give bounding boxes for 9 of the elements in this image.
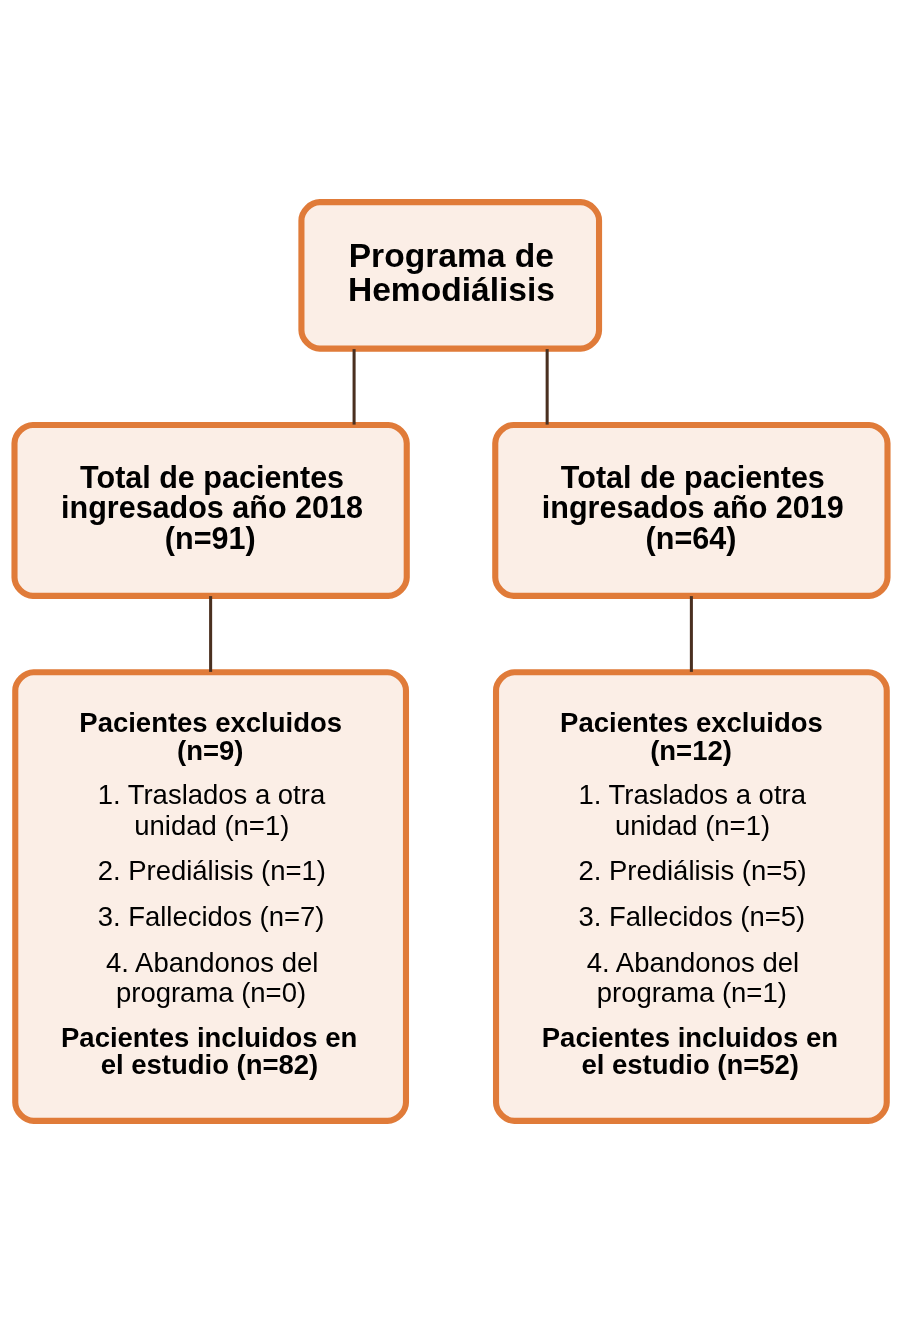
connector (209, 596, 213, 672)
node-box: Pacientes excluidos (n=9) 1. Traslados a otra unidad (n=1) 2. Prediálisis (n=1) 3. Fallecidos (n=7) 4. Abandonos del programa (n=0) Pacientes incluidos en el estudio (n=82) (12, 669, 410, 1124)
connector (689, 596, 693, 672)
connector (545, 349, 549, 425)
node-box: Programa de Hemodiálisis (298, 199, 603, 352)
node-box: Total de pacientes ingresados año 2019 (n=64) (492, 421, 891, 599)
node-box: Total de pacientes ingresados año 2018 (n=91) (11, 421, 410, 599)
node-box: Pacientes excluidos (n=12) 1. Traslados a otra unidad (n=1) 2. Prediálisis (n=5) 3. Fallecidos (n=5) 4. Abandonos del programa (n=1) Pacientes incluidos en el estudio (n=52) (492, 669, 890, 1124)
connector (352, 349, 356, 425)
